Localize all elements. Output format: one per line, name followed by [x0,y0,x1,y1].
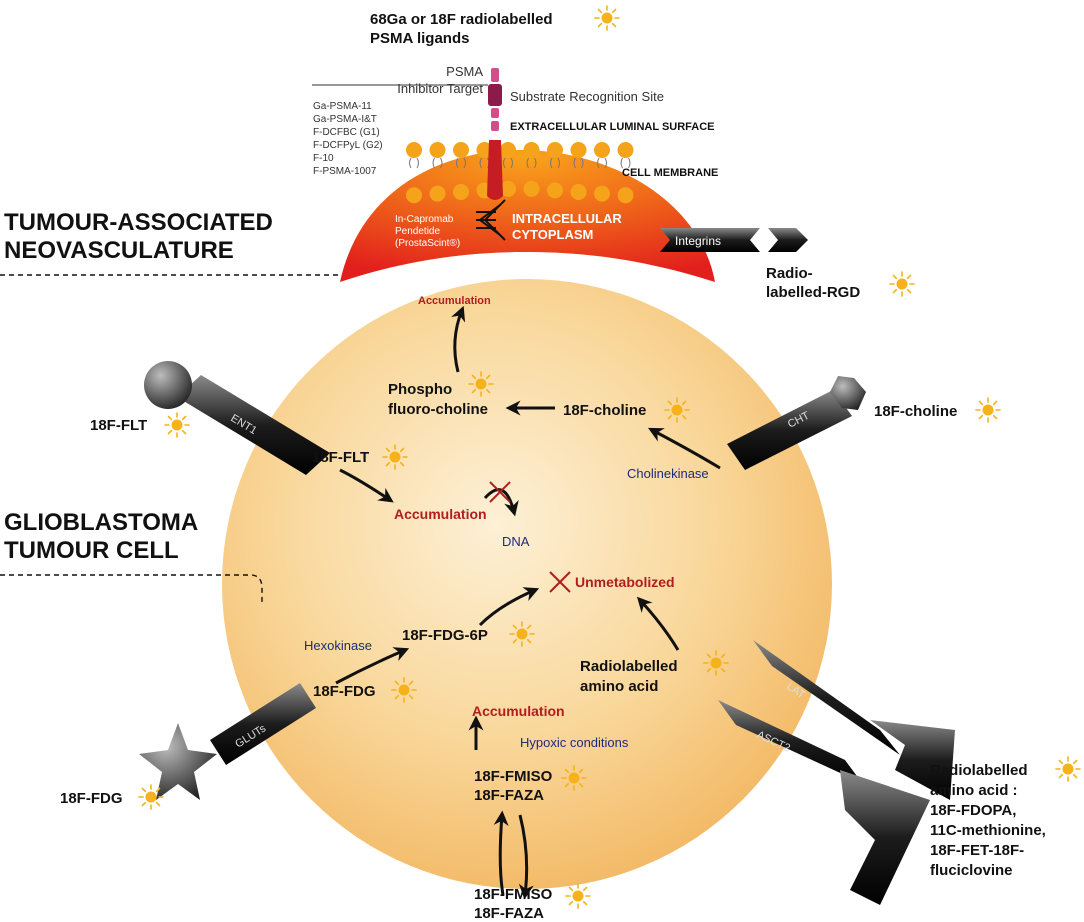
psma-receptor [487,68,503,200]
lipid-head [617,187,634,204]
choline-inner: 18F-choline [563,402,646,419]
capromab-line3: (ProstaScint®) [395,238,460,249]
flt-inner: 18F-FLT [312,449,369,466]
lipid-head [594,142,610,158]
cholinekinase-label: Cholinekinase [627,466,709,481]
amino-inner-line1: Radiolabelled [580,658,678,675]
psma-target-line1: PSMA [446,64,483,79]
amino-outer-line3: 18F-FDOPA, [930,802,1016,819]
hypoxia-outer-line2: 18F-FAZA [474,905,544,922]
amino-outer-line5: 18F-FET-18F- [930,842,1024,859]
lipid-head [547,142,563,158]
cell-membrane-label: CELL MEMBRANE [622,167,718,179]
cell-label-line2: TUMOUR CELL [4,537,179,564]
ent1-transporter [144,361,330,475]
amino-outer-line2: amino acid : [930,782,1018,799]
lipid-tail [503,157,513,169]
hypoxia-accumulation: Accumulation [472,703,565,719]
cell-pointer [0,574,263,605]
hypoxia-inner-line1: 18F-FMISO [474,768,553,785]
lipid-head [594,185,610,202]
integrin-transporter [660,228,808,252]
hypoxia-inner-line2: 18F-FAZA [474,787,544,804]
phospho-line1: Phospho [388,381,452,398]
psma-ligand-0: Ga-PSMA-11 [313,101,372,112]
neovasculature-line1: TUMOUR-ASSOCIATED [4,209,273,236]
substrate-site-label: Substrate Recognition Site [510,89,664,104]
lipid-head [453,184,469,200]
psma-ligand-1: Ga-PSMA-I&T [313,114,377,125]
lipid-tail [409,157,419,169]
lipid-head [617,142,634,158]
psma-title-line2: PSMA ligands [370,30,469,47]
choline-accumulation: Accumulation [418,295,491,307]
hexokinase-label: Hexokinase [304,638,372,653]
lipid-tail [526,157,537,169]
extracellular-label: EXTRACELLULAR LUMINAL SURFACE [510,121,715,133]
intracellular-line1: INTRACELLULAR [512,211,622,226]
lipid-head [570,184,587,200]
flt-outer: 18F-FLT [90,417,147,434]
choline-outer: 18F-choline [874,403,957,420]
antibody-icon [476,199,506,241]
lat-transporter [753,640,955,800]
hypoxia-outer-line1: 18F-FMISO [474,886,553,903]
psma-ligand-2: F-DCFBC (G1) [313,127,380,138]
dna-label: DNA [502,534,530,549]
lipid-tail [573,157,584,169]
psma-title-line1: 68Ga or 18F radiolabelled [370,11,553,28]
lipid-tail [456,157,466,169]
lipid-tail [620,157,631,169]
capromab-line2: Pendetide [395,226,440,237]
tumour-cell [222,279,832,889]
lipid-head [406,142,422,158]
lipid-head [429,185,446,202]
pathway-arrows [335,305,721,900]
flt-accumulation: Accumulation [394,506,487,522]
lipid-head [500,142,516,158]
neovascular-membrane [340,150,715,282]
lipid-head [523,142,540,158]
lipid-tail [597,157,607,169]
rgd-line1: Radio- [766,265,813,282]
phospho-line2: fluoro-choline [388,401,488,418]
gluts-transporter [139,683,316,800]
lipid-head [523,180,540,197]
lipid-head [570,142,587,158]
intracellular-line2: CYTOPLASM [512,227,593,242]
psma-ligand-5: F-PSMA-1007 [313,166,377,177]
neovasculature-line2: NEOVASCULATURE [4,237,234,264]
amino-inner-line2: amino acid [580,678,658,695]
amino-outer-line1: Radiolabelled [930,762,1028,779]
blocked-x-icon [489,481,571,593]
fdg-inner: 18F-FDG [313,683,376,700]
amino-outer-line4: 11C-methionine, [930,822,1046,839]
lipid-head [406,187,422,204]
lipid-head [429,142,446,158]
psma-ligand-4: F-10 [313,153,334,164]
fdg-outer: 18F-FDG [60,790,123,807]
amino-outer-line6: fluciclovine [930,862,1013,879]
lipid-tail [432,157,443,169]
rgd-line2: labelled-RGD [766,284,860,301]
lipid-head [547,182,563,199]
integrins-label: Integrins [675,234,721,248]
capromab-line1: In-Capromab [395,214,454,225]
unmetabolized-label: Unmetabolized [575,574,675,590]
lipid-tail [550,157,560,169]
lipid-head [453,142,469,158]
lipid-head [500,180,516,197]
hypoxic-conditions-label: Hypoxic conditions [520,735,629,750]
fdg6p-label: 18F-FDG-6P [402,627,488,644]
phospholipid-bilayer [406,142,634,204]
asct2-transporter [718,700,930,905]
cell-label-line1: GLIOBLASTOMA [4,509,198,536]
psma-ligand-3: F-DCFPyL (G2) [313,140,383,151]
cht-transporter [727,376,866,470]
psma-target-line2: Inhibitor Target [397,81,483,96]
